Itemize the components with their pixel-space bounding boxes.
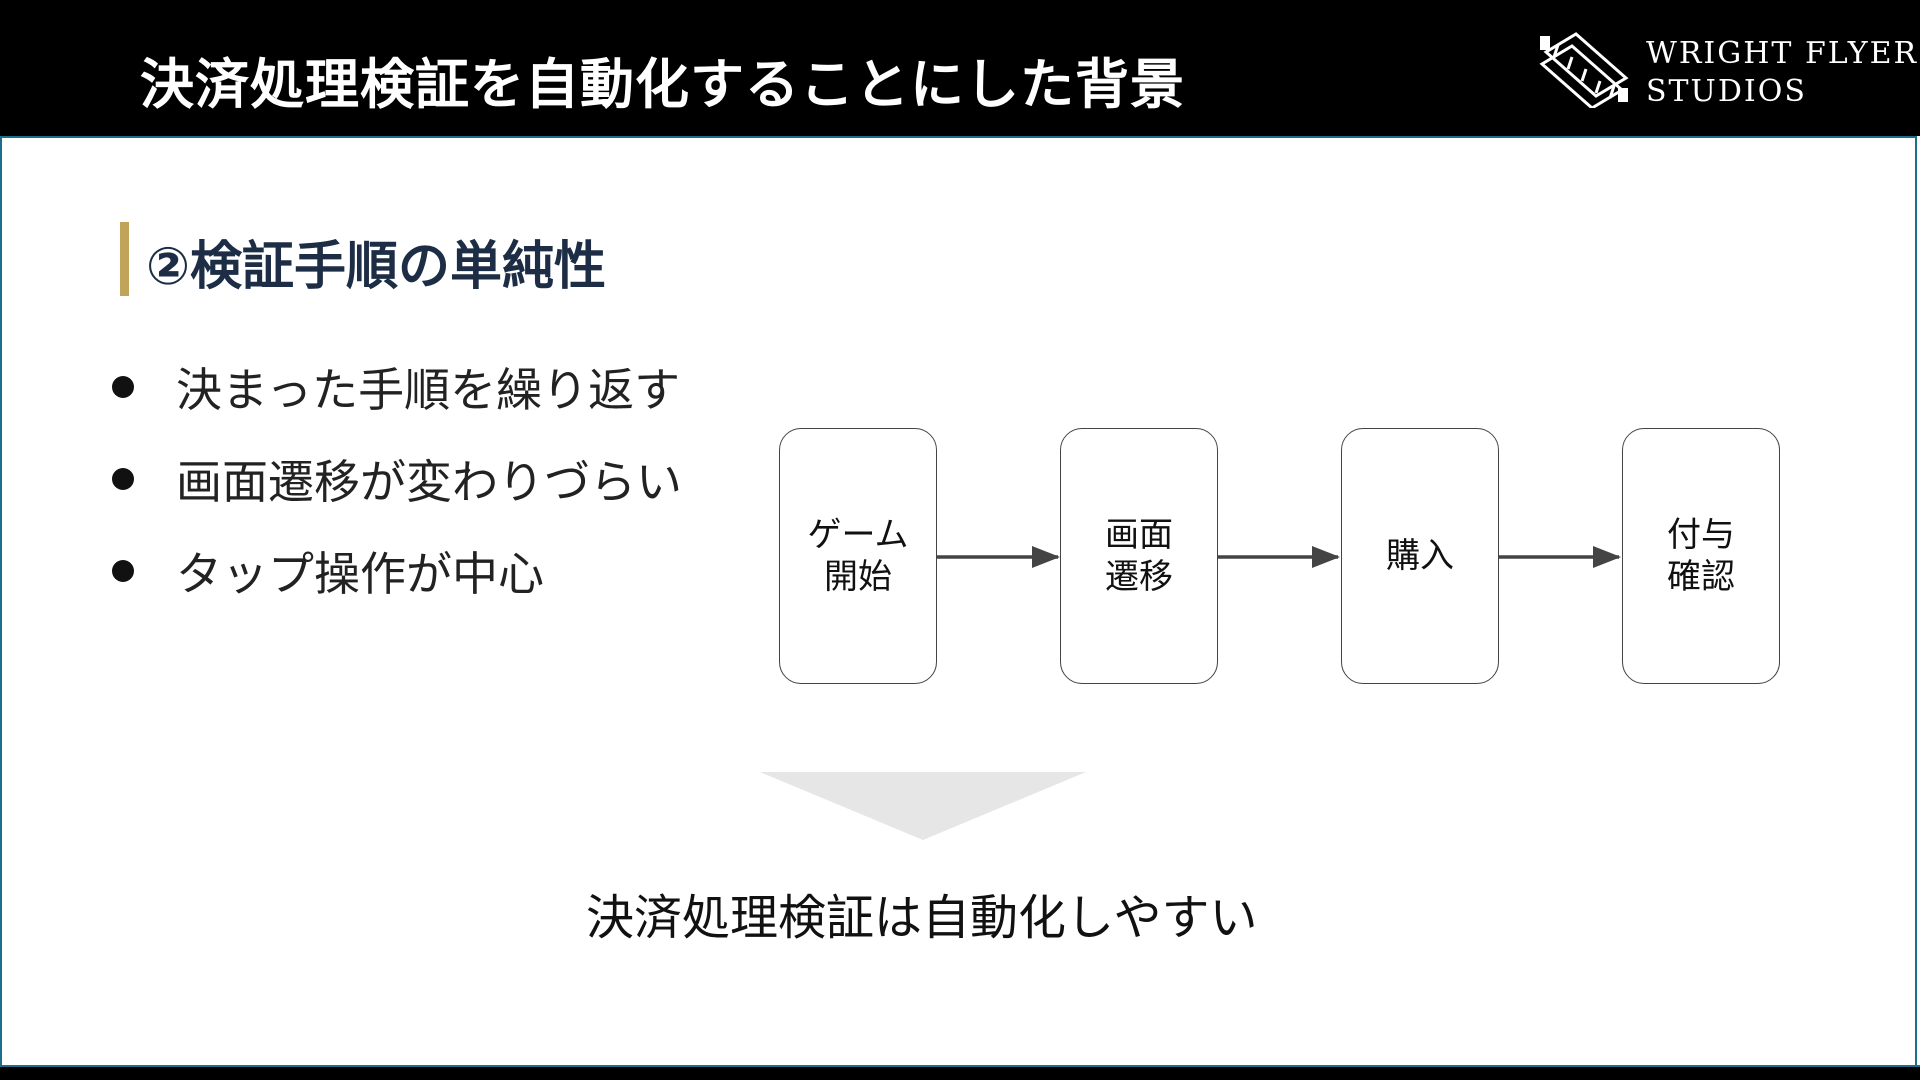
header-bar: 決済処理検証を自動化することにした背景 WRIGHT FLYER STUDIOS <box>0 0 1920 136</box>
down-arrow-icon <box>760 772 1086 840</box>
conclusion-text: 決済処理検証は自動化しやすい <box>586 890 1258 946</box>
airplane-icon <box>1539 32 1629 108</box>
flow-step-grant-check: 付与 確認 <box>1622 428 1780 684</box>
arrow-head-3 <box>1593 546 1621 568</box>
bullet-text: 決まった手順を繰り返す <box>176 363 681 417</box>
flow-step-label: 購入 <box>1386 536 1454 576</box>
flow-step-game-start: ゲーム 開始 <box>779 428 937 684</box>
bullet-dot-icon <box>112 376 134 398</box>
company-logo: WRIGHT FLYER STUDIOS <box>1538 28 1916 110</box>
bullet-text: タップ操作が中心 <box>176 547 544 601</box>
section-accent-bar <box>120 222 129 296</box>
content-frame <box>0 136 1917 1065</box>
bullet-text: 画面遷移が変わりづらい <box>176 455 682 509</box>
logo-text-line2: STUDIOS <box>1646 74 1807 109</box>
flow-step-purchase: 購入 <box>1341 428 1499 684</box>
flow-step-label: 画面 遷移 <box>1105 515 1173 597</box>
flow-step-label: 付与 確認 <box>1667 515 1735 597</box>
flow-step-label: ゲーム 開始 <box>807 515 909 597</box>
arrow-head-1 <box>1032 546 1060 568</box>
flow-step-screen-transition: 画面 遷移 <box>1060 428 1218 684</box>
footer-bar <box>0 1065 1920 1080</box>
slide-title: 決済処理検証を自動化することにした背景 <box>140 53 1185 116</box>
section-title: ②検証手順の単純性 <box>146 237 607 297</box>
logo-text-line1: WRIGHT FLYER <box>1646 36 1919 71</box>
bullet-dot-icon <box>112 468 134 490</box>
bullet-dot-icon <box>112 560 134 582</box>
arrow-head-2 <box>1312 546 1340 568</box>
